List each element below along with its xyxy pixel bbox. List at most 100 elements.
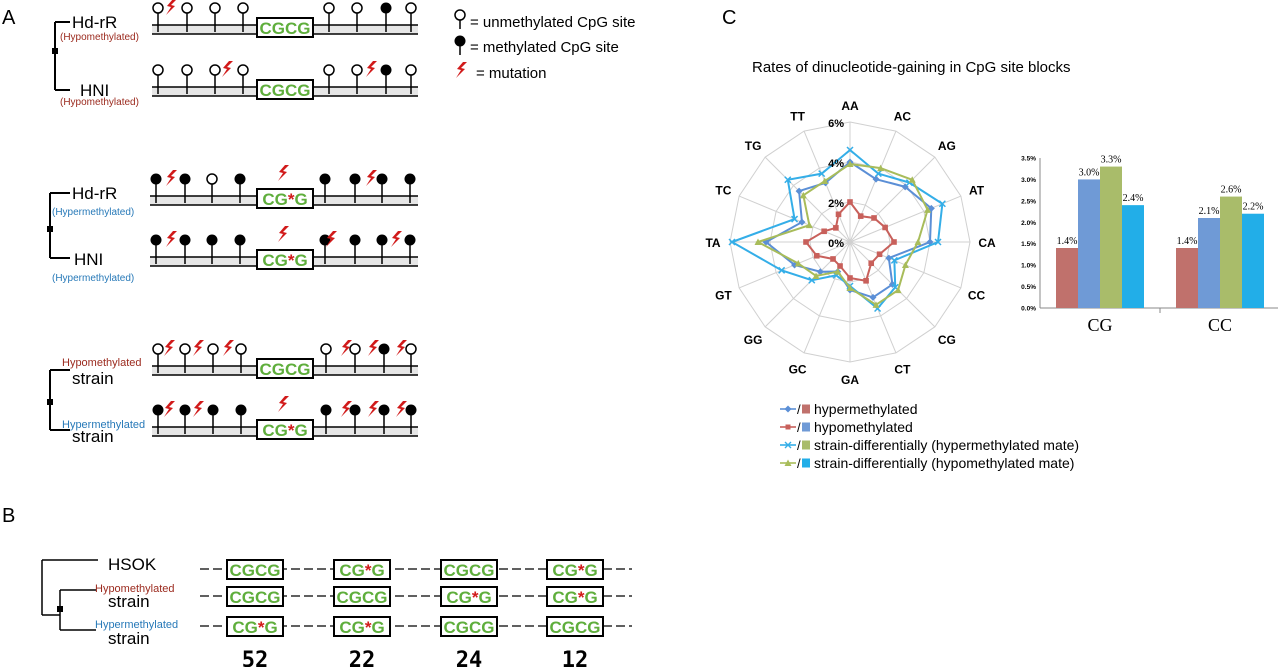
block-count: 22: [349, 648, 376, 667]
bar: [1176, 248, 1198, 308]
radar-point: [863, 278, 869, 284]
radar-point: [877, 164, 885, 172]
mutation-icon: [326, 231, 337, 247]
bar-data-label: 1.4%: [1177, 236, 1198, 247]
bar-tick-label: 2.5%: [1021, 198, 1036, 205]
methylated-site-icon: [404, 173, 416, 185]
mutation-icon: [166, 170, 177, 186]
motif-box: [546, 616, 604, 637]
methylated-site-icon: [320, 404, 332, 416]
radar-point: [805, 221, 813, 229]
motif-box: [440, 559, 498, 580]
radar-point: [857, 213, 864, 219]
bar-tick-label: 1.5%: [1021, 241, 1036, 248]
radar-point: [934, 238, 942, 246]
motif-box: [333, 559, 391, 580]
methylation-label-hypo: Hypomethylated: [95, 583, 175, 595]
panel-a-legend: = unmethylated CpG site = methylated CpG…: [454, 9, 636, 82]
radar-point: [784, 176, 792, 184]
methylated-site-icon: [380, 64, 392, 76]
unmethylated-site-icon: [179, 343, 191, 355]
panel-b-diagram: HSOKHypomethylatedstrainHypermethylateds…: [41, 555, 632, 672]
mutation-icon: [368, 340, 379, 356]
radar-point: [938, 200, 946, 208]
strain-label-hni: HNI: [74, 250, 103, 269]
radar-point: [812, 272, 820, 279]
mutation-icon: [164, 401, 175, 417]
mutation-icon: [193, 340, 204, 356]
legend-bar-swatch: [802, 440, 810, 450]
panel-label-b: B: [2, 505, 15, 527]
methylation-label-hypo: Hypomethylated: [62, 357, 142, 369]
strain-label: strain: [108, 629, 150, 648]
mutation-icon: [222, 61, 233, 77]
mutation-icon: [368, 401, 379, 417]
motif-text: CGCG: [444, 561, 495, 580]
panel-label-a: A: [2, 7, 16, 29]
legend-separator: /: [797, 420, 801, 435]
radar-category-label: TC: [715, 184, 731, 198]
radar-point: [924, 206, 932, 213]
bar-data-label: 1.4%: [1057, 236, 1078, 247]
radar-category-label: AC: [894, 109, 912, 123]
motif-text: CGCG: [230, 588, 281, 607]
motif-text: CGCG: [260, 81, 311, 100]
unmethylated-site-icon: [405, 64, 417, 76]
methylated-site-icon: [349, 234, 361, 246]
legend-series-label: strain-differentially (hypermethylated m…: [814, 437, 1079, 453]
radar-spoke: [849, 130, 897, 243]
mutation-icon: [366, 170, 377, 186]
motif-text: CG*G: [262, 190, 307, 209]
motif-box: [256, 358, 314, 379]
mutation-icon: [396, 340, 407, 356]
bar-data-label: 2.4%: [1123, 193, 1144, 204]
radar-point: [813, 252, 820, 259]
radar-point: [728, 238, 736, 246]
panel-label-c: C: [722, 7, 736, 29]
radar-spoke: [849, 156, 936, 243]
motif-text: CGCG: [337, 588, 388, 607]
block-count: 24: [456, 648, 483, 667]
radar-tick-label: 4%: [828, 158, 844, 170]
bar-category-label: CC: [1208, 315, 1232, 335]
unmethylated-site-icon: [323, 64, 335, 76]
radar-point: [891, 239, 897, 245]
methylation-label-hyper: (Hypermethylated): [52, 207, 134, 218]
methylated-site-icon: [207, 404, 219, 416]
methylated-site-icon: [405, 404, 417, 416]
methylated-site-icon: [179, 404, 191, 416]
legend-separator: /: [797, 456, 801, 471]
bar: [1122, 205, 1144, 308]
radar-point: [882, 224, 888, 231]
radar-point: [754, 238, 762, 245]
unmethylated-site-icon: [207, 343, 219, 355]
bar-tick-label: 0.5%: [1021, 284, 1036, 291]
radar-point: [908, 176, 916, 183]
mutation-icon: [391, 231, 402, 247]
radar-category-label: CG: [938, 333, 956, 347]
unmethylated-site-icon: [206, 173, 218, 185]
radar-point: [869, 293, 877, 301]
radar-category-label: GA: [841, 373, 859, 387]
radar-point: [830, 256, 836, 262]
tree-node: [47, 226, 53, 232]
bar-data-label: 2.6%: [1221, 185, 1242, 196]
unmethylated-site-icon: [237, 64, 249, 76]
motif-box: [333, 616, 391, 637]
unmethylated-site-icon: [181, 64, 193, 76]
motif-text: CG*G: [262, 421, 307, 440]
legend-marker: [784, 405, 792, 413]
strain-label-hdrr: Hd-rR: [72, 13, 117, 32]
radar-point: [791, 215, 799, 223]
methylated-site-icon: [349, 173, 361, 185]
mutation-icon: [164, 340, 175, 356]
radar-point: [914, 238, 922, 245]
tree-node: [57, 606, 63, 612]
radar-point: [816, 268, 824, 276]
bar: [1242, 213, 1264, 308]
methylated-site-icon: [319, 173, 331, 185]
radar-category-label: CC: [968, 288, 986, 302]
unmethylated-site-icon: [237, 2, 249, 14]
radar-point: [798, 218, 806, 226]
motif-text: CG*G: [552, 588, 597, 607]
